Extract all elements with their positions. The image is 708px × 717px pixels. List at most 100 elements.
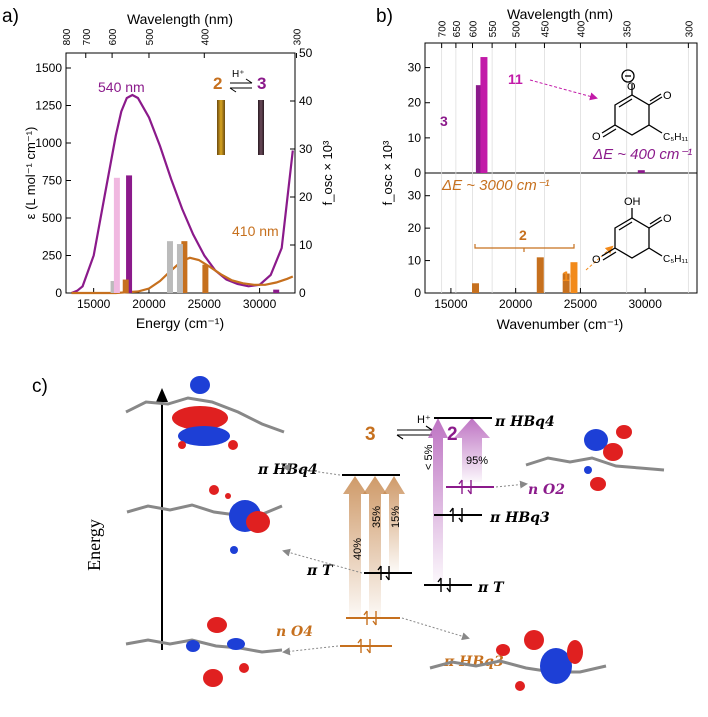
percent-95: 95% (466, 455, 488, 467)
panel-b-top-tick-label: 350 (623, 20, 634, 37)
label-pi-t-right: π T (477, 580, 505, 596)
panel-b-top-tick-label: 400 (576, 20, 587, 37)
bar-bottom-10 (570, 262, 578, 293)
reagent-label: H⁺ (417, 414, 431, 426)
label-pi-hbq3-right: π HBq3 (489, 510, 550, 526)
panel-a-y-tick-label: 1250 (35, 99, 62, 113)
orbital-image-pi-hbq3-lower (429, 630, 607, 691)
panel-a-y-tick-label: 1000 (35, 136, 62, 150)
pointer-pi-t-orbital (282, 548, 363, 574)
transition-arrow-lt5 (428, 418, 448, 582)
bar-bottom-2 (472, 283, 480, 293)
label-pi-hbq3-lower: π HBq3 (443, 654, 504, 670)
vial-compound-3-image (258, 100, 264, 155)
arrow-11-to-structure (529, 79, 598, 101)
transition-arrow-95 (454, 418, 490, 482)
panel-a-y-tick-label: 250 (42, 249, 62, 263)
panel-b-grid (441, 43, 689, 293)
panel-b-top-axis-label: Wavelength (nm) (507, 6, 613, 22)
panel-a-x-tick-label: 15000 (77, 297, 111, 311)
panel-a-y2-tick-label: 20 (299, 190, 313, 204)
delta-e-bottom: ΔE ~ 3000 cm⁻¹ (441, 177, 550, 194)
orbital-image-pi-t-left (126, 485, 283, 554)
bar-bottom-2 (536, 257, 544, 293)
panel-b-y-tick-label: 30 (408, 189, 422, 203)
panel-b-y-tick-label: 0 (414, 166, 421, 180)
fosc-bar-3-f_osc (273, 289, 280, 293)
bar-top-3-minor (637, 170, 645, 173)
structure-11-oxygen: O (627, 81, 636, 93)
bar-top-3 (475, 85, 483, 173)
panel-b-y-tick-label: 0 (414, 286, 421, 300)
bar-top-11 (480, 57, 488, 173)
panel-b-y-axis-label: f_osc × 10³ (380, 140, 395, 205)
panel-a-y2-tick-label: 50 (299, 46, 313, 60)
panel-b-top-tick-label: 500 (512, 20, 523, 37)
panel-a-y-tick-label: 500 (42, 211, 62, 225)
panel-a-y-tick-label: 750 (42, 174, 62, 188)
panel-b-bottom-frame (424, 172, 698, 294)
pointer-pi-hbq4-orbital (282, 463, 341, 476)
structure-11-oxygen-3: O (592, 131, 601, 143)
percent-40: 40% (352, 538, 364, 560)
orbital-image-pi-hbq4-left (125, 376, 285, 450)
percent-15: 15% (390, 506, 402, 528)
scheme-compound-3: 3 (257, 74, 266, 93)
panel-b-marks (472, 57, 645, 293)
label-pi-hbq4-left: π HBq4 (257, 462, 318, 478)
panel-a-top-tick-label: 800 (62, 28, 73, 45)
panel-b-x-axis-label: Wavenumber (cm⁻¹) (497, 316, 624, 332)
structure-10-drawing (601, 208, 663, 261)
panel-letter-c: c) (32, 376, 48, 397)
panel-a-top-tick-label: 300 (292, 28, 303, 45)
label-10: 10 (562, 268, 578, 284)
panel-a-top-tick-label: 700 (82, 28, 93, 45)
panel-b-top-tick-label: 700 (438, 20, 449, 37)
equilibrium-arrow-forward-c (397, 425, 433, 431)
fosc-bar-2-f_osc (181, 241, 188, 293)
pointer-pi-hbq3-orbital (401, 617, 470, 641)
structure-10-hydroxyl: OH (624, 196, 641, 208)
panel-b-top-tick-label: 550 (488, 20, 499, 37)
label-pi-t-left: π T (306, 563, 334, 579)
panel-b-y-tick-label: 30 (408, 61, 422, 75)
structure-11-oxygen-2: O (663, 90, 672, 102)
species-2-label: 2 (447, 424, 458, 445)
panel-b-top-tick-label: 600 (468, 20, 479, 37)
transition-arrow-35 (363, 476, 387, 618)
panel-b-y-tick-label: 20 (408, 221, 422, 235)
bracket-2 (474, 244, 575, 252)
panel-a-top-tick-label: 600 (108, 28, 119, 45)
orbital-image-n-o4 (125, 617, 283, 687)
label-2: 2 (519, 227, 527, 243)
energy-axis-arrowhead (156, 388, 168, 402)
panel-a-y-tick-label: 0 (55, 286, 62, 300)
panel-a-y2-axis-label: f_osc × 10³ (320, 140, 335, 205)
transition-arrow-15 (383, 476, 405, 572)
panel-a-x-axis-label: Energy (cm⁻¹) (136, 315, 224, 331)
annotation-410nm: 410 nm (232, 223, 279, 239)
panel-letter-a: a) (2, 6, 19, 27)
scheme-reagent: H⁺ (232, 69, 245, 80)
structure-10-oxygen-2: O (592, 254, 601, 266)
label-11: 11 (508, 71, 523, 87)
panel-a-top-tick-label: 500 (145, 28, 156, 45)
panel-b-y-tick-label: 10 (408, 131, 422, 145)
panel-b-x-tick-label: 25000 (564, 297, 598, 311)
transition-arrow-40 (343, 476, 367, 618)
panel-letter-b: b) (376, 6, 393, 27)
panel-b-x-tick-label: 30000 (629, 297, 663, 311)
fosc-bar-3-f_osc (126, 175, 133, 293)
label-pi-hbq4-right: π HBq4 (494, 414, 555, 430)
equilibrium-arrow-back-c (396, 434, 432, 440)
panel-b-y-tick-label: 20 (408, 96, 422, 110)
equilibrium-arrow-forward (230, 78, 253, 84)
percent-lt5: < 5% (423, 444, 435, 470)
annotation-540nm: 540 nm (98, 79, 145, 95)
percent-35: 35% (371, 506, 383, 528)
fosc-bar-faint-f_osc (176, 244, 183, 293)
panel-a-top-axis-label: Wavelength (nm) (127, 11, 233, 27)
structure-11-drawing (601, 69, 663, 138)
